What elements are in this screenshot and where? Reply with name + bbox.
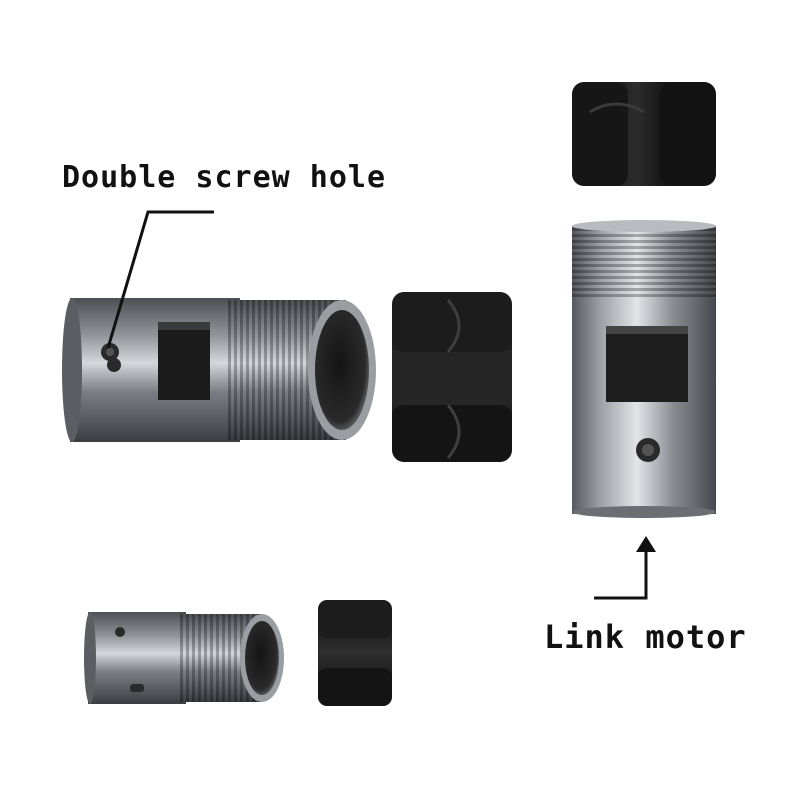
small-nut [318, 600, 392, 706]
arrow-up-icon [636, 536, 656, 552]
large-coupler-body [62, 298, 376, 442]
vertical-nut [572, 82, 716, 186]
double-screw-hole-label: Double screw hole [62, 160, 387, 195]
link-motor-arrow [594, 536, 656, 600]
link-motor-label: Link motor [544, 618, 747, 656]
vertical-coupler-body [572, 220, 716, 518]
small-coupler-body [84, 612, 284, 704]
large-nut [392, 292, 512, 462]
screw-hole-callout-line [106, 210, 214, 349]
